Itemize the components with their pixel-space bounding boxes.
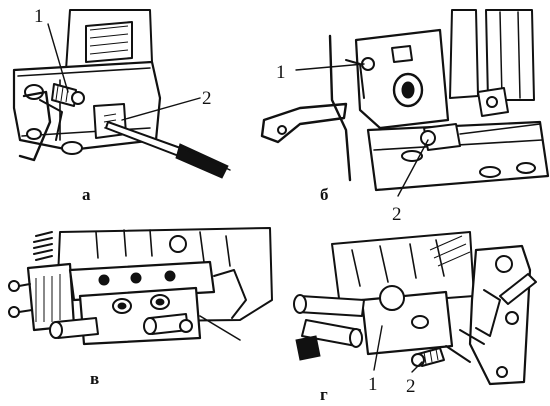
- panel-b-callout-2: 2: [392, 204, 402, 225]
- panel-a-leader-1: [47, 23, 69, 93]
- panel-a-leader-2: [121, 97, 201, 121]
- panel-g-illustration: [293, 231, 537, 386]
- panel-g-callout-1: 1: [368, 374, 378, 395]
- panel-b-callout-1: 1: [276, 62, 286, 83]
- panel-b-leader-2: [397, 139, 429, 197]
- panel-b-illustration: [260, 9, 550, 192]
- panel-g-caption: г: [320, 385, 328, 404]
- panel-g-callout-2: 2: [406, 376, 416, 397]
- panel-g-leader-2: [411, 361, 423, 373]
- panel-a-callout-2: 2: [202, 88, 212, 109]
- panel-b-caption: б: [320, 185, 329, 204]
- panel-a-callout-1: 1: [34, 6, 44, 27]
- panel-a-illustration: [12, 9, 231, 179]
- panel-b-leader-1: [295, 63, 365, 71]
- panel-v-caption: в: [90, 369, 99, 388]
- panel-g-leader-1: [373, 325, 383, 371]
- panel-a-caption: а: [82, 185, 91, 204]
- panel-v-illustration: [8, 227, 273, 346]
